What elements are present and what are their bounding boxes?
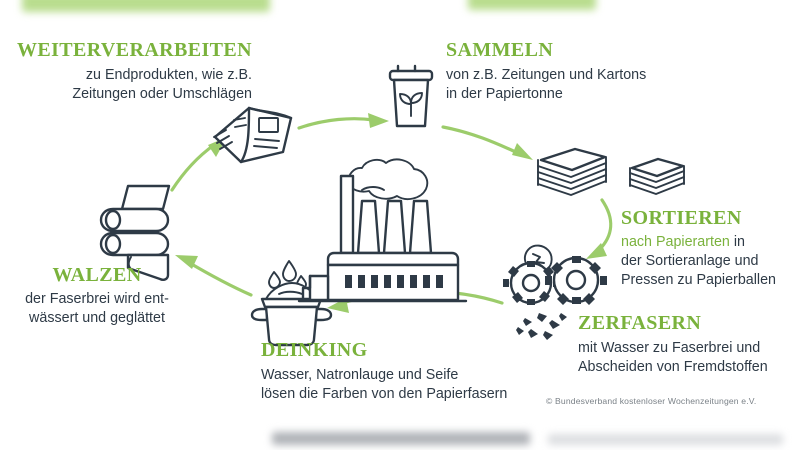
step-weiterverarbeiten-line1: zu Endprodukten, wie z.B. [85, 67, 252, 83]
step-sammeln-line2: in der Papiertonne [446, 85, 563, 102]
step-walzen: WALZEN der Faserbrei wird ent- wässert u… [0, 265, 194, 328]
step-weiterverarbeiten: WEITERVERARBEITEN zu Endprodukten, wie z… [0, 40, 252, 104]
step-zerfasern-line2: Abscheiden von Fremdstoffen [578, 358, 768, 375]
pot-icon [250, 260, 333, 347]
bottom-gray-bar-right [548, 434, 783, 445]
step-sortieren-line1-rest: in [729, 234, 745, 250]
step-weiterverarbeiten-heading: WEITERVERARBEITEN [16, 39, 252, 61]
step-deinking-line2: lösen die Farben von den Papierfasern [261, 385, 508, 402]
step-deinking: DEINKING Wasser, Natronlauge und Seife l… [261, 340, 561, 404]
step-walzen-line1: der Faserbrei wird ent- [25, 291, 169, 307]
top-green-bar-left [22, 0, 270, 12]
step-sortieren-heading: SORTIEREN [621, 207, 742, 229]
step-sammeln-heading: SAMMELN [446, 39, 554, 61]
step-zerfasern-line1: mit Wasser zu Faserbrei und [578, 340, 761, 356]
factory-icon [297, 158, 468, 303]
arrow-sammeln-to-sortieren [441, 125, 533, 160]
arrow-walzen-to-weiterverarbeiten [170, 137, 227, 192]
arrow-sortieren-to-zerfasern [586, 198, 613, 259]
bottom-gray-bar-left [272, 432, 530, 445]
step-zerfasern: ZERFASERN mit Wasser zu Faserbrei und Ab… [578, 313, 800, 377]
step-deinking-line1: Wasser, Natronlauge und Seife [261, 367, 459, 383]
step-deinking-heading: DEINKING [261, 339, 368, 361]
step-walzen-line2: wässert und geglättet [29, 309, 165, 326]
paper-stacks-icon [537, 147, 685, 196]
copyright-credit: © Bundesverband kostenloser Wochenzeitun… [546, 396, 757, 406]
recycling-bin-icon [388, 64, 434, 128]
arrow-weiterverarbeiten-to-sammeln [297, 113, 389, 130]
gears-icon [503, 244, 607, 340]
step-weiterverarbeiten-line2: Zeitungen oder Umschlägen [72, 85, 252, 102]
step-sortieren-line2: der Sortieranlage und [621, 252, 759, 269]
step-sortieren-line3: Pressen zu Papierballen [621, 271, 776, 288]
step-sortieren: SORTIEREN nach Papierarten in der Sortie… [621, 208, 800, 290]
step-sammeln: SAMMELN von z.B. Zeitungen und Kartons i… [446, 40, 776, 104]
step-sortieren-line1-accent: nach Papierarten [621, 234, 730, 250]
step-walzen-heading: WALZEN [52, 264, 142, 286]
step-zerfasern-heading: ZERFASERN [578, 312, 702, 334]
step-sammeln-line1: von z.B. Zeitungen und Kartons [446, 67, 647, 83]
newspaper-icon [213, 106, 293, 164]
step-sortieren-line1: nach Papierarten in [621, 233, 800, 252]
rollers-icon [99, 184, 171, 281]
arrow-deinking-to-walzen [175, 255, 253, 297]
top-green-bar-right [468, 0, 596, 10]
